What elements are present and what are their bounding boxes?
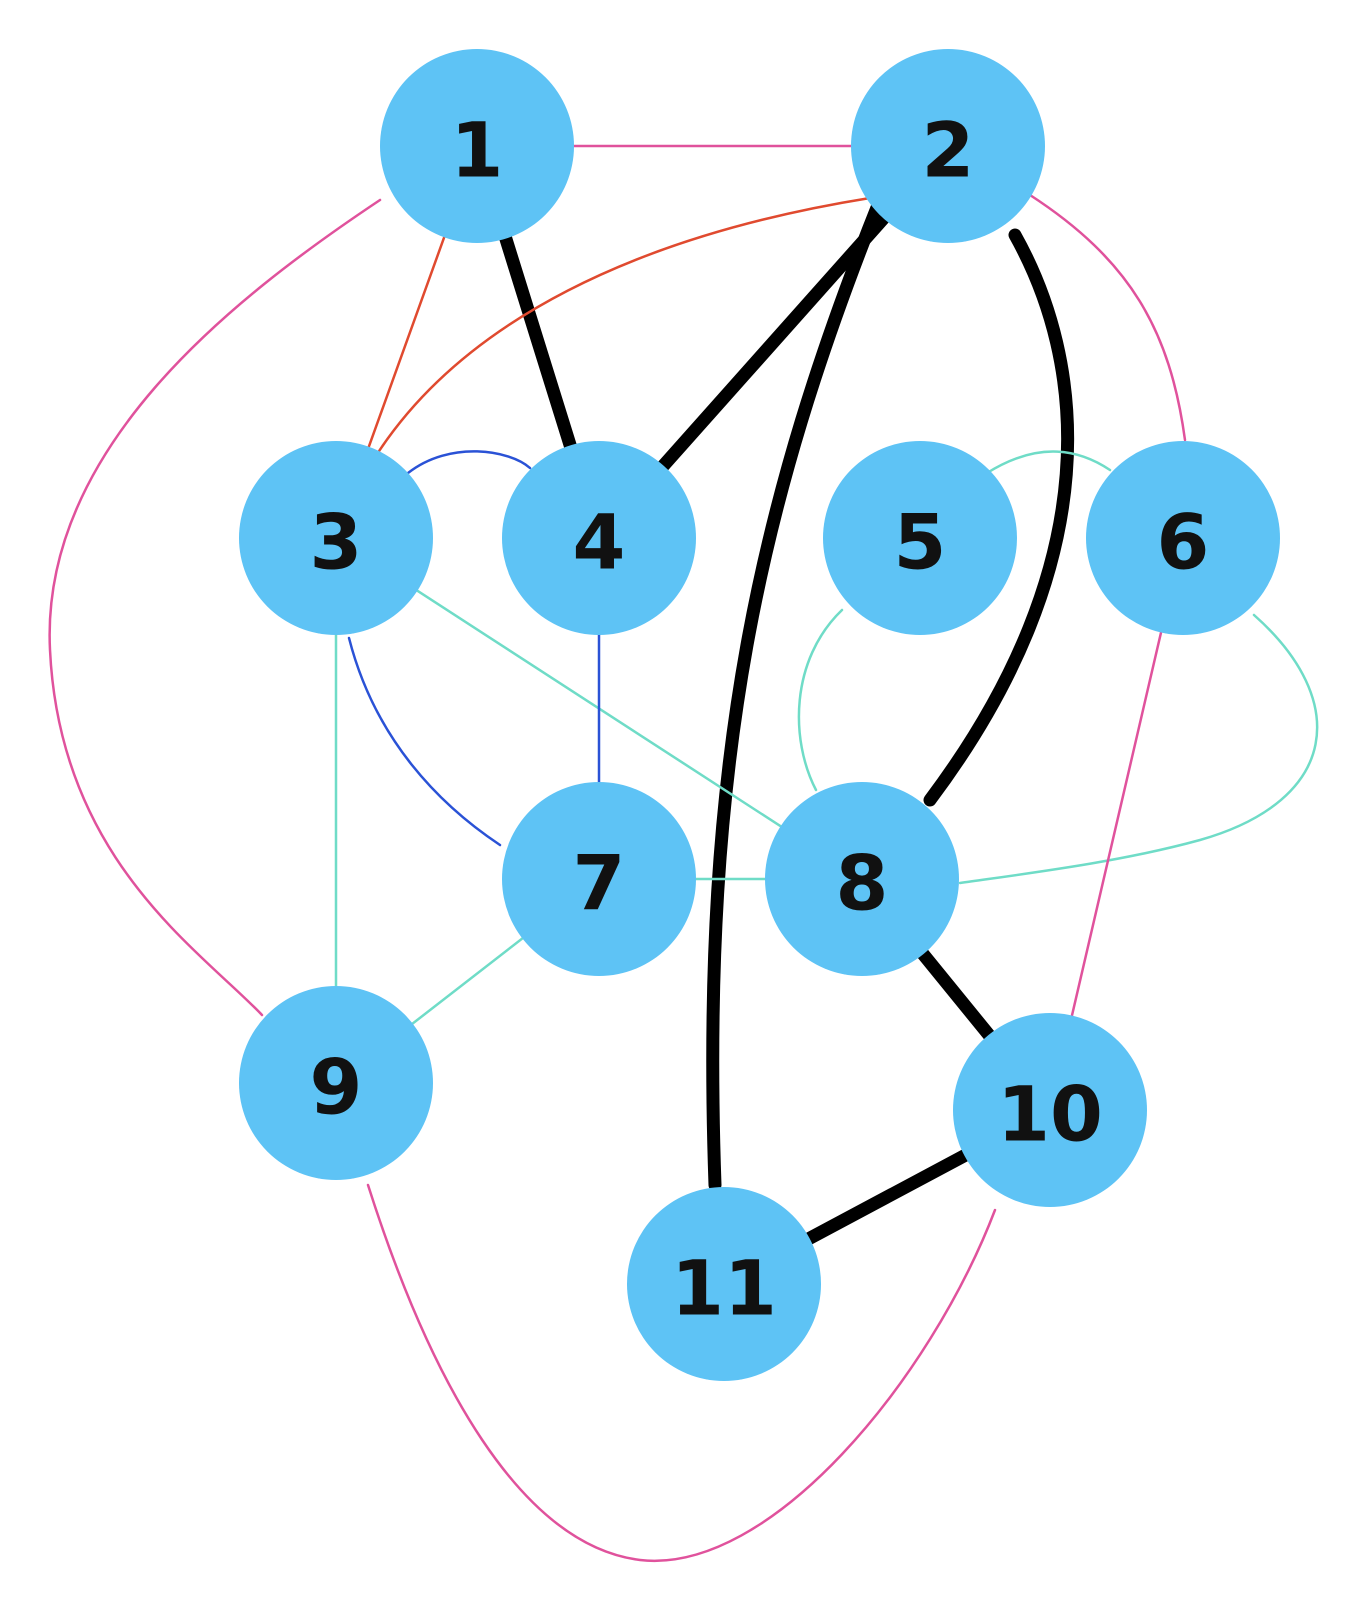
- node-circle-4: [502, 441, 696, 635]
- edge-1-9: [48, 198, 382, 1017]
- node-circle-9: [239, 986, 433, 1180]
- node-label-5: 5: [894, 498, 947, 587]
- node-circle-1: [380, 49, 574, 243]
- node-11: 11: [627, 1187, 821, 1381]
- node-circle-3: [239, 441, 433, 635]
- node-label-11: 11: [671, 1244, 777, 1333]
- node-label-8: 8: [836, 839, 889, 928]
- node-label-2: 2: [922, 106, 975, 195]
- node-label-7: 7: [573, 839, 626, 928]
- edge-3-7: [347, 636, 502, 847]
- node-1: 1: [380, 49, 574, 243]
- node-label-3: 3: [310, 498, 363, 587]
- node-6: 6: [1086, 441, 1280, 635]
- node-10: 10: [953, 1013, 1147, 1207]
- edge-2-3: [370, 196, 872, 464]
- nodes-layer: 1 2 3 4 5 6 7 8 9 10 11: [239, 49, 1280, 1381]
- node-circle-6: [1086, 441, 1280, 635]
- node-4: 4: [502, 441, 696, 635]
- node-label-4: 4: [573, 498, 626, 587]
- edge-5-6: [985, 450, 1112, 475]
- node-2: 2: [851, 49, 1045, 243]
- edge-2-6: [1028, 193, 1187, 442]
- node-9: 9: [239, 986, 433, 1180]
- node-8: 8: [765, 782, 959, 976]
- node-circle-10: [953, 1013, 1147, 1207]
- node-circle-5: [823, 441, 1017, 635]
- node-label-10: 10: [997, 1070, 1103, 1159]
- edge-2-8: [923, 228, 1075, 807]
- edge-3-4: [406, 450, 532, 475]
- node-label-1: 1: [451, 106, 504, 195]
- edge-2-11: [706, 193, 887, 1192]
- node-label-9: 9: [310, 1043, 363, 1132]
- node-7: 7: [502, 782, 696, 976]
- node-circle-2: [851, 49, 1045, 243]
- node-circle-11: [627, 1187, 821, 1381]
- node-label-6: 6: [1157, 498, 1210, 587]
- edge-5-8: [797, 608, 844, 792]
- node-circle-7: [502, 782, 696, 976]
- edge-6-8: [958, 613, 1319, 885]
- edge-9-10: [366, 1183, 997, 1563]
- node-5: 5: [823, 441, 1017, 635]
- node-3: 3: [239, 441, 433, 635]
- edge-6-10: [1048, 536, 1185, 1112]
- node-circle-8: [765, 782, 959, 976]
